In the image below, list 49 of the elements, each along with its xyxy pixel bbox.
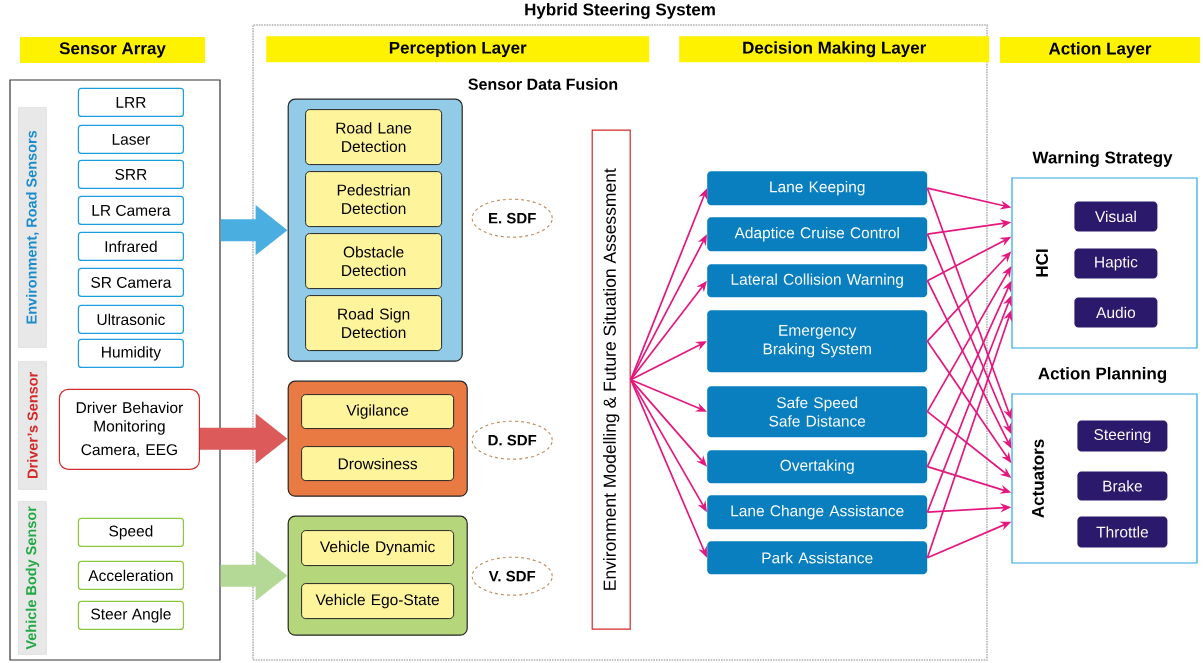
sensor-box: SRR — [77, 159, 184, 189]
function-box: Park Assistance — [707, 541, 928, 575]
feature-box: Vehicle Ego-State — [301, 583, 455, 620]
sensor-box: Acceleration — [77, 560, 184, 590]
output-box: Throttle — [1077, 516, 1168, 548]
feature-box: Road Sign Detection — [305, 295, 443, 352]
output-box: Steering — [1077, 420, 1168, 452]
group-label: HCI — [1036, 249, 1049, 277]
frame-title: Hybrid Steering System — [525, 3, 715, 19]
sensor-box: Humidity — [77, 338, 184, 368]
feature-box: Vehicle Dynamic — [301, 530, 455, 567]
group-heading: Action Planning — [1038, 367, 1167, 383]
function-box: Lane Change Assistance — [707, 495, 928, 530]
function-box: Lateral Collision Warning — [707, 264, 928, 298]
feature-box: Vigilance — [301, 394, 455, 430]
group-heading: Warning Strategy — [1032, 151, 1173, 167]
group-label: Actuators — [1032, 439, 1044, 518]
function-box: Emergency Braking System — [707, 310, 928, 373]
category-band: Vehicle Body Sensor — [18, 501, 47, 655]
function-box: Overtaking — [707, 450, 928, 484]
section-heading: Sensor Array — [20, 37, 205, 63]
section-heading: Perception Layer — [266, 36, 650, 63]
function-box: Lane Keeping — [707, 171, 928, 206]
category-band: Environment, Road Sensors — [18, 107, 47, 348]
output-box: Visual — [1074, 201, 1158, 232]
sensor-box: Steer Angle — [77, 600, 184, 630]
sensor-box: SR Camera — [77, 267, 184, 297]
feature-box: Obstacle Detection — [305, 233, 443, 290]
feature-box: Road Lane Detection — [305, 109, 443, 166]
output-box: Brake — [1077, 471, 1168, 501]
output-box: Audio — [1074, 297, 1158, 328]
sensor-box: Infrared — [77, 231, 184, 261]
sensor-box: Ultrasonic — [77, 304, 184, 334]
section-heading: Decision Making Layer — [679, 36, 990, 63]
feature-box: Drowsiness — [301, 446, 455, 482]
category-band: Driver’s Sensor — [18, 361, 47, 490]
sensor-box: LRR — [77, 87, 184, 117]
sensor-box: Speed — [77, 517, 184, 547]
output-box: Haptic — [1074, 248, 1158, 279]
section-heading: Action Layer — [1000, 37, 1200, 63]
function-box: Safe Speed Safe Distance — [707, 386, 928, 438]
sensor-box: LR Camera — [77, 195, 184, 225]
sensor-box: Laser — [77, 124, 184, 154]
feature-box: Pedestrian Detection — [305, 171, 443, 228]
function-box: Adaptice Cruise Control — [707, 217, 928, 252]
section-label: Sensor Data Fusion — [468, 78, 618, 90]
sensor-box: Driver Behavior Monitoring Camera, EEG — [58, 388, 200, 470]
assessment-box: Environment Modelling & Future Situation Assessment — [591, 129, 631, 630]
panel-frame — [9, 79, 221, 661]
